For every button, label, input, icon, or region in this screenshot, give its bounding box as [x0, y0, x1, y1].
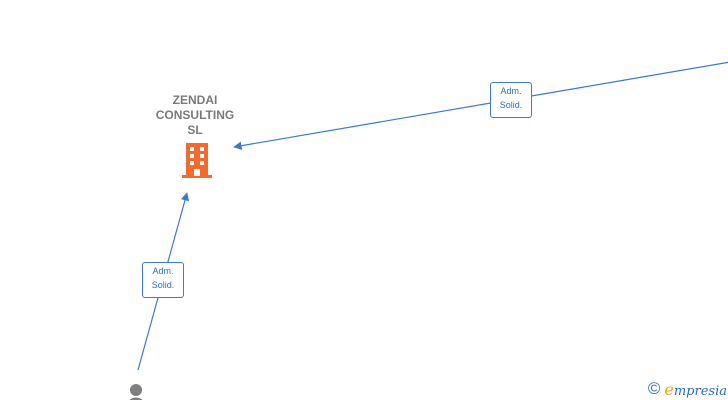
- edge-label-top-line2: Solid.: [499, 100, 523, 110]
- brand-watermark: © empresia: [648, 378, 728, 400]
- edge-label-left-line1: Adm.: [152, 266, 174, 276]
- edge-label-top-line1: Adm.: [500, 86, 522, 96]
- person-icon[interactable]: [125, 383, 147, 400]
- brand-logo-rest: mpresia: [673, 383, 727, 399]
- copyright-icon: ©: [647, 379, 661, 398]
- building-icon[interactable]: [180, 143, 214, 179]
- edge-label-top[interactable]: Adm. Solid.: [490, 82, 532, 118]
- edge-label-left[interactable]: Adm. Solid.: [142, 262, 184, 298]
- company-name[interactable]: ZENDAI CONSULTING SL: [155, 93, 235, 137]
- edge-top-right-to-company: [233, 61, 728, 150]
- brand-logo-initial: e: [664, 379, 674, 399]
- edge-label-left-line2: Solid.: [151, 280, 175, 290]
- brand-logo: empresia: [664, 380, 728, 399]
